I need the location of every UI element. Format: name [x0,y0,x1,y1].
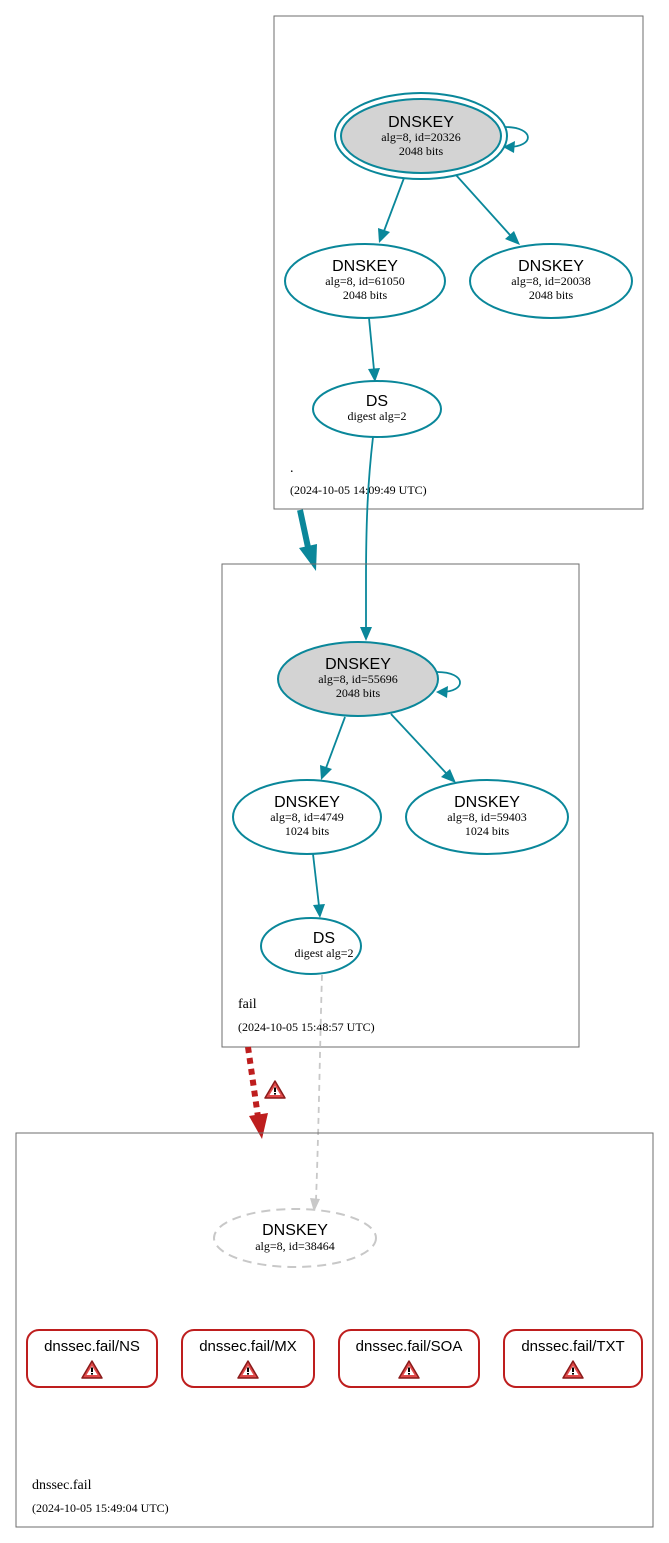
zone-fail: fail (2024-10-05 15:48:57 UTC) [221,563,580,1048]
rrset-ns[interactable]: dnssec.fail/NS [26,1329,158,1388]
node-detail: 2048 bits [399,144,444,158]
edge-fail-zsk1-ds [312,853,320,907]
arrowhead [378,228,390,243]
zone-dnssec-fail: dnssec.fail (2024-10-05 15:49:04 UTC) [15,1132,654,1528]
ksk-ellipse [277,641,439,717]
rrset-txt[interactable]: dnssec.fail/TXT [503,1329,643,1388]
node-detail: alg=8, id=20326 [381,130,461,144]
node-fail-ds: DS digest alg=2 [260,917,362,975]
zsk-ellipse [284,243,446,319]
rrset-label: dnssec.fail/MX [199,1338,297,1355]
node-title: DNSKEY [274,794,340,811]
arrowhead [320,765,332,780]
zone-fail-box [221,563,580,1048]
node-title: DNSKEY [262,1222,328,1239]
edge-root-zsk1-ds [368,317,375,371]
rrset-box [503,1329,643,1388]
node-detail: alg=8, id=59403 [447,810,527,824]
node-title: DNSKEY [388,114,454,131]
edge-root-ksk-zsk1 [383,177,405,232]
edge-fail-ksk-self [436,671,461,693]
rrset-box [26,1329,158,1388]
node-detail: 1024 bits [285,824,330,838]
node-title: DNSKEY [332,258,398,275]
missing-key-ellipse [213,1208,377,1268]
node-fail-zsk1: DNSKEY alg=8, id=4749 1024 bits [232,779,382,855]
rrset-soa[interactable]: dnssec.fail/SOA [338,1329,480,1388]
node-detail: 1024 bits [465,824,510,838]
node-detail: digest alg=2 [347,409,406,423]
node-title: DNSKEY [454,794,520,811]
arrowhead [503,141,515,153]
node-dnssec-fail-key: DNSKEY alg=8, id=38464 [213,1208,377,1268]
fail-edges [312,671,461,918]
zsk-ellipse [469,243,633,319]
delegation-line [297,509,312,553]
node-detail: alg=8, id=20038 [511,274,591,288]
zone-fail-name: fail [238,997,257,1012]
node-fail-zsk2: DNSKEY alg=8, id=59403 1024 bits [405,779,569,855]
arrowhead [368,368,380,382]
arrowhead [505,231,520,245]
node-fail-ksk: DNSKEY alg=8, id=55696 2048 bits [277,641,439,717]
ds-ellipse [312,380,442,438]
arrowhead [360,627,372,641]
edge-root-ksk-zsk2 [455,174,511,236]
node-root-ksk: DNSKEY alg=8, id=20326 2048 bits [334,92,508,180]
warning-icon [264,1080,286,1099]
zone-root-box [273,15,644,510]
node-title: DNSKEY [325,656,391,673]
root-edges [368,126,529,382]
rrset-box [338,1329,480,1388]
zone-fail-timestamp: (2024-10-05 15:48:57 UTC) [238,1020,375,1034]
zone-dnssec-fail-timestamp: (2024-10-05 15:49:04 UTC) [32,1501,169,1515]
zone-root-timestamp: (2024-10-05 14:09:49 UTC) [290,483,427,497]
edge-root-ds-to-fail-ksk [360,436,374,641]
rrset-label: dnssec.fail/SOA [356,1338,463,1355]
node-detail: 2048 bits [343,288,388,302]
ds-ellipse [260,917,362,975]
rrset-label: dnssec.fail/NS [44,1338,140,1355]
zsk-ellipse [405,779,569,855]
arrowhead [249,1113,268,1139]
arrowhead [310,1198,320,1212]
node-title: DNSKEY [518,258,584,275]
node-title: DS [313,930,335,947]
edge-fail-ksk-zsk1 [325,716,346,769]
node-detail: alg=8, id=38464 [255,1239,335,1253]
delegation-line [245,1046,261,1118]
delegation-fail-to-dnssec-fail [245,1046,286,1139]
zsk-ellipse [232,779,382,855]
arrowhead [441,769,456,783]
rrset-mx[interactable]: dnssec.fail/MX [181,1329,315,1388]
zone-dnssec-fail-name: dnssec.fail [32,1478,92,1493]
edge-line [365,436,374,628]
arrowhead [313,904,325,918]
rrset-box [181,1329,315,1388]
ksk-ellipse [340,98,502,174]
node-detail: alg=8, id=4749 [270,810,344,824]
node-detail: alg=8, id=55696 [318,672,398,686]
edge-root-ksk-self [504,126,529,148]
node-root-zsk2: DNSKEY alg=8, id=20038 2048 bits [469,243,633,319]
edge-fail-ksk-zsk2 [390,713,447,774]
zone-root: . (2024-10-05 14:09:49 UTC) [273,15,644,510]
node-title: DS [366,393,388,410]
node-root-ds: DS digest alg=2 [312,380,442,438]
arrowhead [436,686,448,698]
node-detail: digest alg=2 [294,946,353,960]
node-root-zsk1: DNSKEY alg=8, id=61050 2048 bits [284,243,446,319]
node-detail: 2048 bits [529,288,574,302]
rrset-label: dnssec.fail/TXT [521,1338,624,1355]
arrowhead [299,544,317,571]
edge-fail-ds-to-missing-key [310,974,323,1212]
delegation-root-to-fail [297,509,317,571]
node-detail: 2048 bits [336,686,381,700]
zone-root-name: . [290,461,294,476]
node-detail: alg=8, id=61050 [325,274,405,288]
edge-line [315,974,323,1201]
zone-dnssec-fail-box [15,1132,654,1528]
